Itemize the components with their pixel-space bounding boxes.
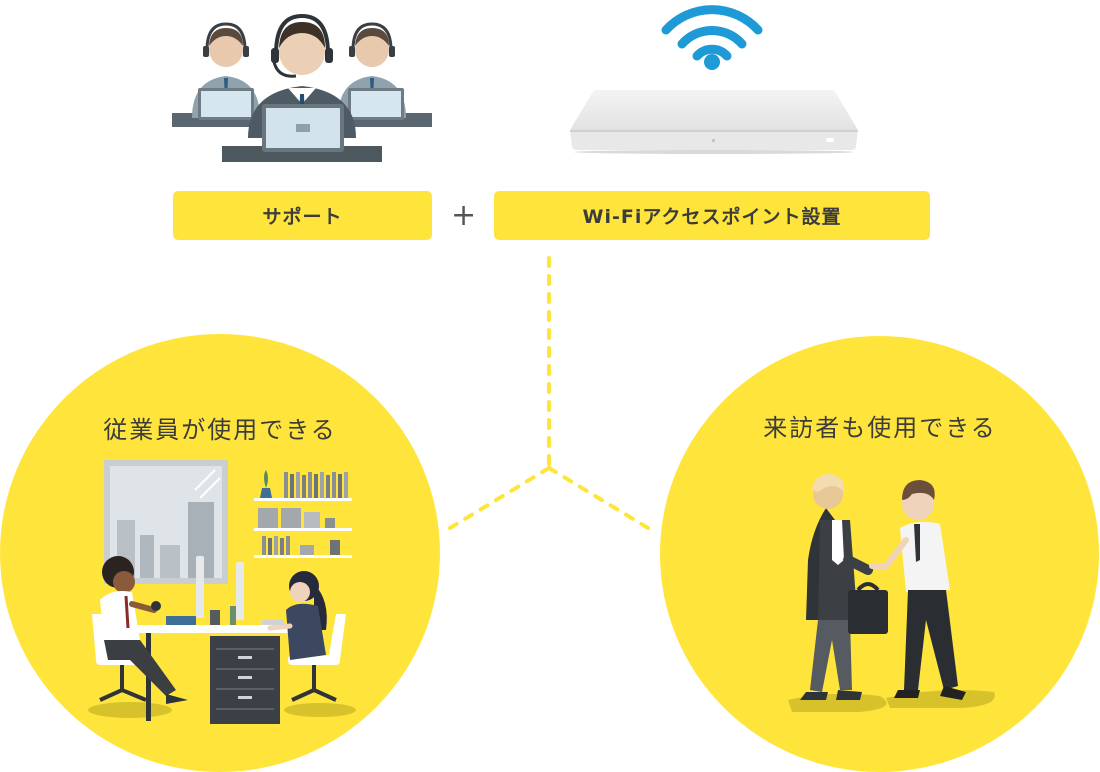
support-label: サポート [173,191,432,240]
support-agents-icon [172,13,432,162]
access-point-icon [570,90,858,154]
wifi-install-label: Wi-Fiアクセスポイント設置 [494,191,930,240]
office-workers-illustration [88,460,356,724]
visitors-title: 来訪者も使用できる [763,414,997,442]
plus-sign: + [451,198,477,233]
employees-title: 従業員が使用できる [103,416,337,444]
wifi-signal-icon [661,5,763,70]
